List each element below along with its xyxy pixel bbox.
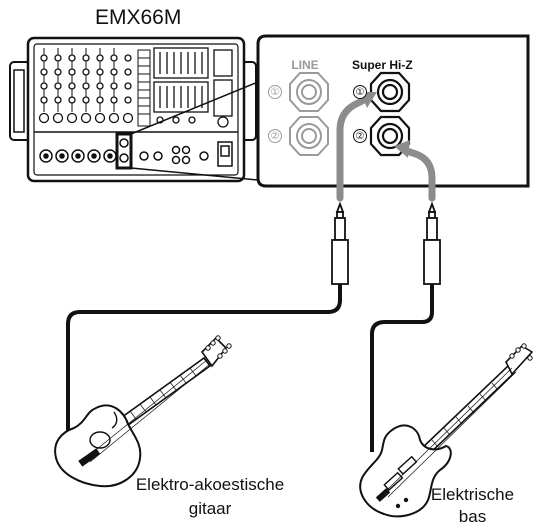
electric-bass-illustration <box>359 343 534 518</box>
guitar-plug <box>331 201 349 285</box>
acoustic-guitar-caption: Elektro-akoestische gitaar <box>100 473 320 521</box>
line-jack-2-number: ② <box>268 129 282 143</box>
line-jacks <box>289 72 329 156</box>
guitar-arrow <box>336 94 372 202</box>
bass-plug <box>423 201 441 285</box>
mixer-input-jacks <box>39 141 233 167</box>
mixer-model-label: EMX66M <box>95 6 182 29</box>
guitar-cable <box>66 284 342 450</box>
mixer-graphic-eq <box>153 47 209 113</box>
bass-arrow <box>400 146 436 202</box>
acoustic-guitar-illustration <box>54 335 232 488</box>
acoustic-guitar-caption-line1: Elektro-akoestische <box>135 475 285 494</box>
cables <box>66 92 441 452</box>
electric-bass-caption: Elektrische bas <box>410 484 535 528</box>
line-input-label: LINE <box>291 58 319 72</box>
bass-cable <box>370 284 434 452</box>
electric-bass-caption-line2: bas <box>458 507 487 526</box>
electric-bass-caption-line1: Elektrische <box>430 485 515 504</box>
zoom-panel <box>256 34 530 188</box>
acoustic-guitar-caption-line2: gitaar <box>188 499 232 518</box>
super-hiz-input-label: Super Hi-Z <box>352 58 413 72</box>
hiz-jack-2-number: ② <box>353 129 367 143</box>
hiz-jack-1-number: ① <box>353 85 367 99</box>
mixer-channel-strips <box>38 48 120 124</box>
mixer-unit <box>9 36 259 183</box>
line-jack-1-number: ① <box>268 85 282 99</box>
